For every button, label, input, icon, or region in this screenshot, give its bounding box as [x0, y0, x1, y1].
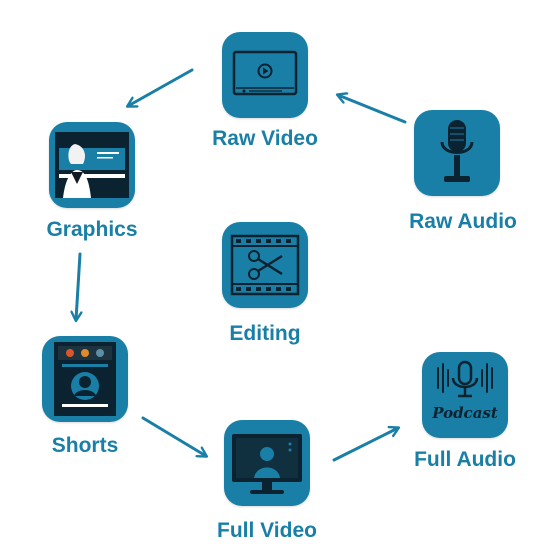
arrow-raw-video-to-graphics	[128, 68, 194, 106]
film-scissors-icon	[222, 222, 308, 308]
node-label-full-video: Full Video	[217, 519, 317, 542]
node-label-raw-video: Raw Video	[212, 127, 318, 150]
node-label-editing: Editing	[229, 322, 301, 345]
video-player-icon	[222, 32, 308, 118]
podcast-icon-text: Podcast	[431, 404, 498, 422]
arrow-full-video-to-full-audio	[332, 428, 398, 462]
podcast-icon: Podcast	[422, 352, 508, 438]
arrow-graphics-to-shorts	[76, 252, 80, 320]
node-label-raw-audio: Raw Audio	[409, 210, 517, 233]
node-label-graphics: Graphics	[46, 218, 138, 241]
phone-short-icon	[42, 336, 128, 422]
node-label-full-audio: Full Audio	[414, 448, 516, 471]
node-label-shorts: Shorts	[51, 434, 119, 457]
arrow-raw-audio-to-raw-video	[338, 95, 407, 124]
monitor-video-icon	[224, 420, 310, 506]
presenter-graphic-icon	[49, 122, 135, 208]
arrow-shorts-to-full-video	[141, 416, 206, 456]
microphone-icon	[414, 110, 500, 196]
